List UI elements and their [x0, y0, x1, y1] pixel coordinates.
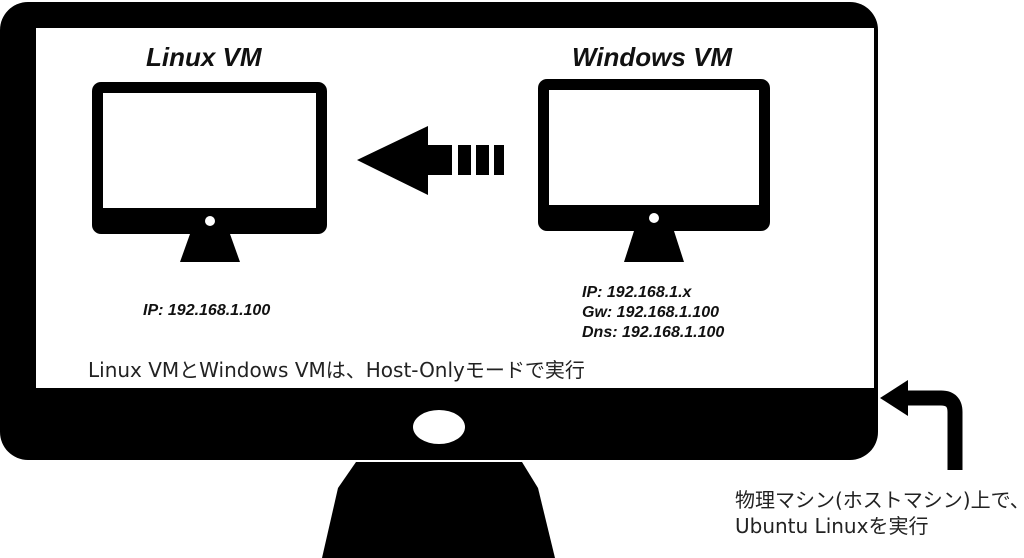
windows-vm-network-info: IP: 192.168.1.x Gw: 192.168.1.100 Dns: 1…	[582, 283, 724, 343]
host-note-line-1: 物理マシン(ホストマシン)上で、	[735, 488, 1024, 512]
windows-vm-title: Windows VM	[572, 42, 733, 72]
host-note-line-2: Ubuntu Linuxを実行	[735, 514, 929, 538]
windows-vm-dns: Dns: 192.168.1.100	[582, 324, 725, 341]
windows-vm-ip: IP: 192.168.1.x	[582, 284, 692, 301]
host-caption: Linux VMとWindows VMは、Host-Onlyモードで実行	[88, 358, 585, 382]
left-arrow-icon	[357, 126, 504, 195]
linux-vm-title: Linux VM	[146, 42, 262, 72]
curved-arrow-icon	[880, 380, 963, 470]
linux-monitor-icon	[92, 82, 327, 262]
host-power-button	[413, 410, 465, 444]
windows-monitor-icon	[538, 79, 770, 262]
host-monitor-stand	[322, 462, 555, 558]
host-note: 物理マシン(ホストマシン)上で、 Ubuntu Linuxを実行	[735, 487, 1024, 539]
windows-vm-gw: Gw: 192.168.1.100	[582, 304, 719, 321]
linux-vm-ip: IP: 192.168.1.100	[143, 302, 271, 319]
